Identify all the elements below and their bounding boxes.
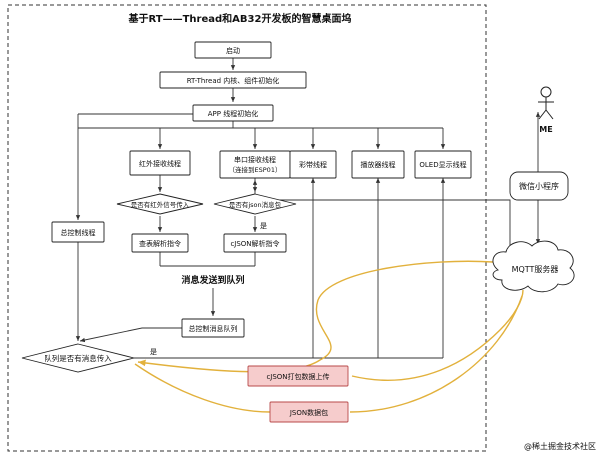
board-boundary [7, 4, 487, 452]
watermark: @稀土掘金技术社区 [524, 441, 596, 451]
mqtt-server-cloud: MQTT服务器 [492, 240, 575, 293]
svg-text:查表解析指令: 查表解析指令 [139, 239, 181, 248]
svg-text:总控制线程: 总控制线程 [61, 228, 96, 237]
svg-text:微信小程序: 微信小程序 [519, 181, 559, 191]
player-thread-node: 播放器线程 [351, 150, 405, 179]
cjson-pack-node: cJSON打包数据上传 [247, 365, 349, 387]
data-flow-curves [134, 260, 524, 413]
svg-text:红外接收线程: 红外接收线程 [139, 159, 181, 168]
cjson-parse-node: cJSON解析指令 [223, 233, 287, 253]
svg-text:是否有红外信号传入: 是否有红外信号传入 [131, 200, 190, 209]
ir-thread-node: 红外接收线程 [129, 150, 191, 176]
queue-decision: 队列是否有消息传入 [21, 343, 135, 373]
user-actor-icon [538, 86, 554, 120]
connectors [75, 58, 541, 359]
svg-text:是否有json消息包: 是否有json消息包 [229, 200, 282, 209]
lookup-node: 查表解析指令 [131, 233, 189, 253]
actor-label: ME [539, 125, 552, 134]
svg-text:APP 线程初始化: APP 线程初始化 [208, 109, 258, 118]
wechat-miniprogram-node: 微信小程序 [509, 171, 569, 201]
svg-text:RT-Thread 内核、组件初始化: RT-Thread 内核、组件初始化 [187, 76, 280, 85]
svg-text:cJSON打包数据上传: cJSON打包数据上传 [266, 372, 329, 381]
json-packet-node: JSON数据包 [269, 401, 349, 423]
diagram-title: 基于RT——Thread和AB32开发板的智慧桌面坞 [128, 12, 352, 25]
svg-text:OLED显示线程: OLED显示线程 [419, 160, 466, 169]
kernel-init-node: RT-Thread 内核、组件初始化 [159, 71, 307, 89]
svg-text:彩带线程: 彩带线程 [299, 160, 327, 169]
json-yes-label: 是 [260, 222, 267, 230]
svg-text:（连接到ESP01）: （连接到ESP01） [229, 165, 282, 174]
svg-text:cJSON解析指令: cJSON解析指令 [230, 239, 279, 248]
app-init-node: APP 线程初始化 [192, 104, 274, 122]
svg-text:播放器线程: 播放器线程 [361, 160, 396, 169]
master-thread-node: 总控制线程 [51, 221, 105, 243]
oled-thread-node: OLED显示线程 [414, 150, 472, 179]
uart-thread-node: 串口接收线程 （连接到ESP01） [219, 150, 291, 179]
ir-signal-decision: 是否有红外信号传入 [116, 193, 204, 215]
svg-text:串口接收线程: 串口接收线程 [234, 155, 276, 164]
queue-yes-label: 是 [150, 348, 157, 356]
svg-text:MQTT服务器: MQTT服务器 [512, 264, 559, 274]
svg-text:队列是否有消息传入: 队列是否有消息传入 [44, 353, 112, 363]
svg-text:JSON数据包: JSON数据包 [289, 408, 328, 417]
start-node: 启动 [194, 41, 272, 59]
message-queue-node: 总控制消息队列 [181, 318, 245, 338]
svg-text:总控制消息队列: 总控制消息队列 [189, 324, 238, 333]
svg-text:启动: 启动 [226, 46, 240, 55]
strip-thread-node: 彩带线程 [289, 150, 337, 179]
json-decision: 是否有json消息包 [213, 193, 297, 215]
send-to-queue-label: 消息发送到队列 [181, 274, 244, 286]
